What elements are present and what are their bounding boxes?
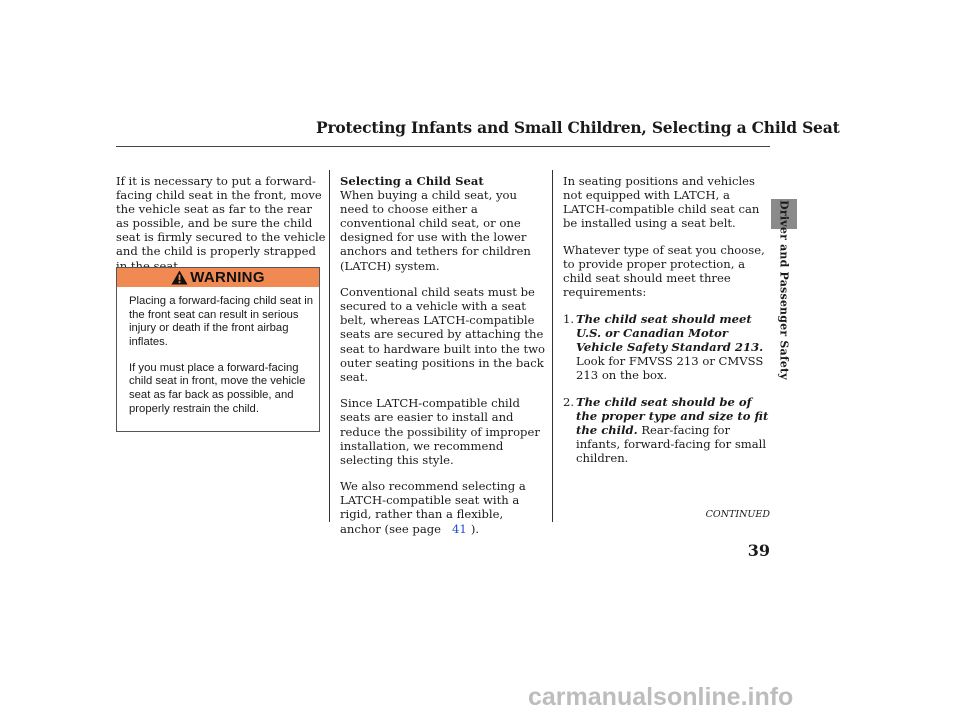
paragraph-rigid-anchor: We also recommend selecting a LATCH-comp… (340, 479, 546, 535)
column-middle: Selecting a Child Seat When buying a chi… (340, 174, 546, 536)
paragraph-no-latch: In seating positions and vehicles not eq… (563, 174, 760, 231)
section-tab (771, 199, 797, 229)
requirement-number: 1. (563, 311, 575, 326)
paragraph-rigid-anchor-text: We also recommend selecting a LATCH-comp… (340, 479, 526, 536)
warning-paragraph-1: Placing a forward-facing child seat in t… (129, 295, 313, 348)
column-right: In seating positions and vehicles not eq… (563, 174, 771, 465)
requirement-number: 2. (563, 394, 575, 409)
continued-label: CONTINUED (705, 509, 770, 520)
paragraph-requirements: Whatever type of seat you choose, to pro… (563, 242, 765, 300)
section-heading: Selecting a Child Seat (340, 174, 484, 188)
requirement-item: 1. The child seat should meet U.S. or Ca… (563, 312, 771, 382)
column-divider-left (329, 170, 330, 522)
warning-paragraph-2: If you must place a forward-facing child… (129, 361, 306, 415)
page-reference-link[interactable]: 41 (452, 521, 467, 536)
paragraph-buying: When buying a child seat, you need to ch… (340, 188, 531, 273)
page-number: 39 (747, 541, 770, 560)
warning-header: WARNING (117, 268, 319, 287)
requirement-item: 2. The child seat should be of the prope… (563, 395, 771, 465)
paragraph-conventional: Conventional child seats must be secured… (340, 285, 546, 384)
column-left: If it is necessary to put a forward-faci… (116, 174, 326, 273)
page-title: Protecting Infants and Small Children, S… (316, 118, 840, 137)
warning-box: WARNING Placing a forward-facing child s… (116, 267, 320, 432)
warning-triangle-icon (171, 270, 188, 285)
title-divider (116, 146, 770, 147)
warning-label: WARNING (190, 269, 265, 286)
paragraph-latch: Since LATCH-compatible child seats are e… (340, 396, 540, 467)
requirement-heading: The child seat should be of the proper t… (576, 394, 769, 437)
requirement-text: Rear-facing for infants, forward-facing … (576, 422, 767, 466)
warning-text: Placing a forward-facing child seat in t… (129, 295, 315, 416)
paragraph-rigid-anchor-end: ). (470, 521, 480, 536)
watermark: carmanualsonline.info (528, 683, 794, 711)
section-label: Driver and Passenger Safety (777, 200, 791, 380)
requirement-text: Look for FMVSS 213 or CMVSS 213 on the b… (576, 354, 764, 383)
requirement-heading: The child seat should meet U.S. or Canad… (576, 311, 764, 354)
column-divider-right (552, 170, 553, 522)
intro-paragraph: If it is necessary to put a forward-faci… (116, 174, 326, 273)
